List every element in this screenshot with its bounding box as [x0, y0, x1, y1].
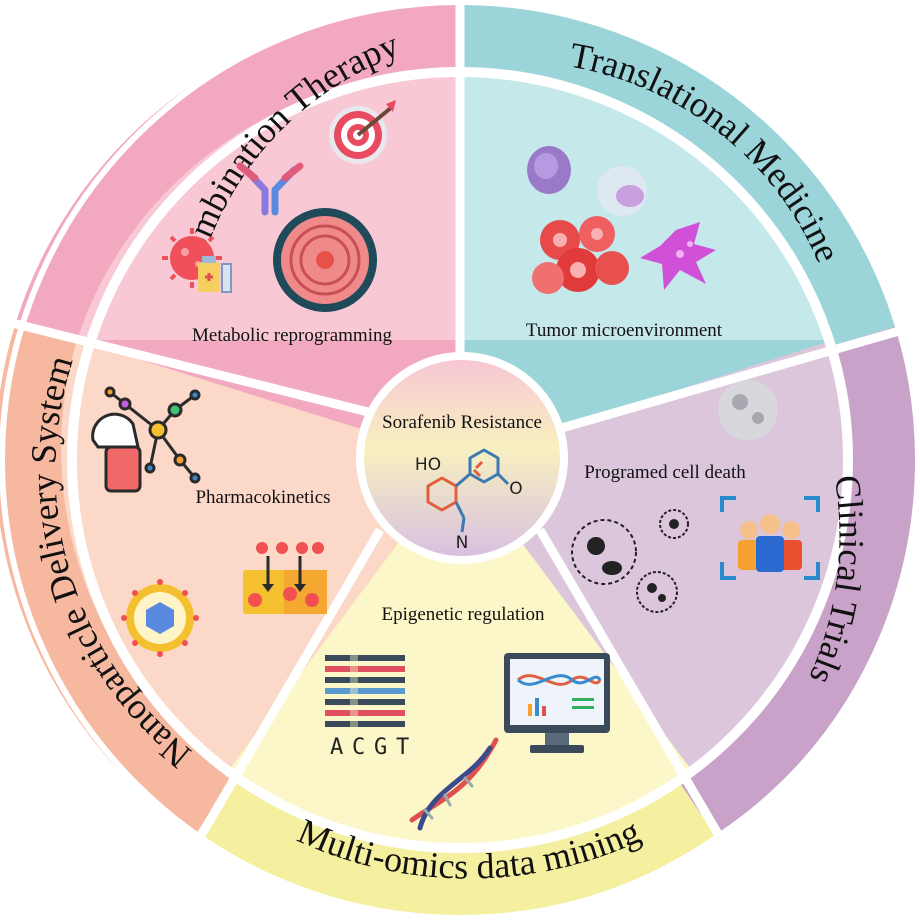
molecule-label-n: N	[456, 533, 469, 553]
center-hub: Sorafenib Resistance HO N O	[356, 352, 568, 564]
cell-icon	[527, 146, 571, 194]
dna-letter-c: C	[352, 735, 365, 760]
center-title: Sorafenib Resistance	[382, 412, 542, 433]
inner-label-cell-death: Programed cell death	[584, 462, 746, 483]
cancer-cell-icon	[640, 222, 716, 290]
monitor-analytics-icon	[504, 653, 610, 753]
mitochondria-cell-icon	[273, 208, 377, 312]
syringe-bottle-icon	[198, 256, 232, 293]
macrophage-icon	[597, 166, 647, 216]
dna-letter-a: A	[330, 735, 343, 760]
patients-group-icon	[720, 496, 820, 580]
apoptotic-cell-icon	[571, 509, 689, 613]
dna-helix-icon	[409, 737, 499, 831]
target-icon	[329, 100, 396, 164]
membrane-transport-icon	[243, 542, 327, 614]
inner-label-pharmacokinetics: Pharmacokinetics	[195, 487, 330, 508]
molecule-structure-icon	[426, 448, 510, 533]
inner-label-epigenetic: Epigenetic regulation	[381, 604, 545, 625]
sequence-icon	[325, 655, 405, 727]
antibody-icon	[236, 162, 304, 216]
capsule-icon	[91, 412, 142, 493]
molecule-network-icon	[104, 386, 201, 484]
dna-letter-t: T	[396, 735, 409, 760]
necrotic-cell-icon	[718, 380, 778, 440]
dna-letter-g: G	[374, 735, 387, 760]
molecule-label-ho: HO	[415, 455, 441, 475]
molecule-label-o: O	[509, 479, 522, 499]
inner-label-tumor-micro: Tumor microenvironment	[526, 320, 723, 341]
tumor-cells-icon	[532, 216, 629, 294]
inner-label-metabolic: Metabolic reprogramming	[192, 325, 392, 346]
liposome-icon	[121, 579, 199, 657]
